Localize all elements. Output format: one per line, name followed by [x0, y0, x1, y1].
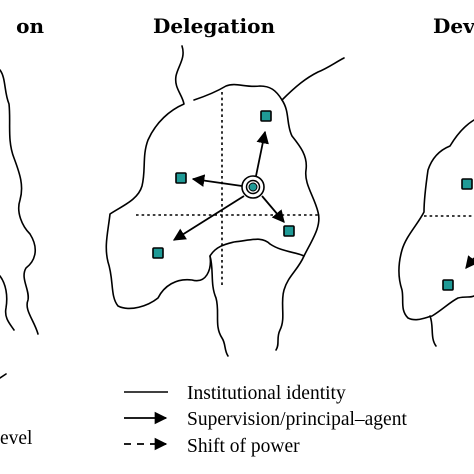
center-panel-boundary-topright: [281, 57, 345, 101]
unit-square-bottom-left: [152, 247, 164, 259]
center-node: [241, 175, 265, 199]
unit-square-left: [175, 172, 187, 184]
right-panel-boundary: [398, 119, 474, 321]
supervision-arrow-left: [191, 174, 243, 187]
legend-label-supervision: Supervision/principal–agent: [187, 409, 407, 430]
legend: evel Institutional identity Supervision/…: [0, 383, 407, 457]
unit-square-right-bottom: [442, 279, 454, 291]
center-panel: [105, 45, 345, 357]
left-panel-boundary: [0, 69, 39, 335]
panel-title-left: on: [16, 14, 44, 38]
unit-square-bottom-right: [283, 225, 295, 237]
right-panel-boundary-lower: [429, 315, 437, 347]
supervision-arrow-down-right: [261, 195, 285, 223]
unit-square-top: [260, 110, 272, 122]
supervision-arrow-down-left: [172, 195, 245, 241]
right-arrow: [465, 255, 474, 269]
legend-label-shift-of-power: Shift of power: [187, 436, 300, 457]
right-panel: [398, 119, 474, 347]
supervision-arrow-up: [255, 130, 269, 177]
left-panel: [0, 69, 39, 379]
center-panel-boundary-lowerright: [275, 255, 305, 351]
panel-title-center: Delegation: [153, 14, 276, 38]
legend-partial-left-label: evel: [0, 428, 33, 449]
left-panel-boundary-lower: [0, 275, 15, 331]
unit-square-right-top: [461, 178, 473, 190]
panel-title-right: Dev: [433, 14, 474, 38]
left-panel-boundary-bottom: [0, 373, 7, 379]
center-panel-boundary-lowerleft: [209, 255, 229, 357]
legend-label-institutional-identity: Institutional identity: [187, 383, 346, 404]
